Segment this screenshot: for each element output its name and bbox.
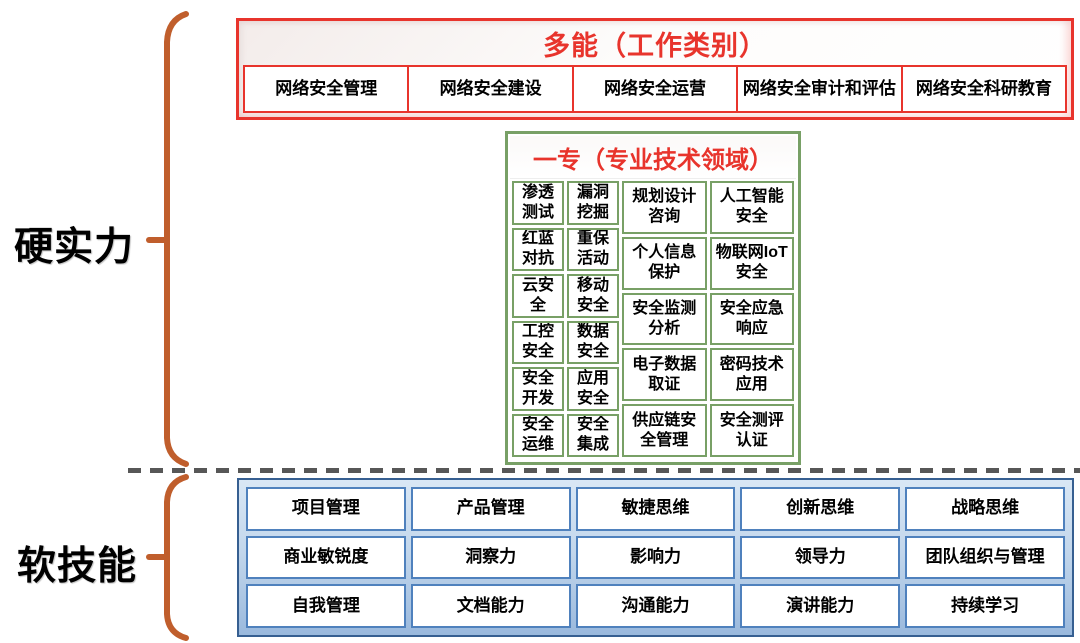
specialty-cell: 云安全 [512,274,564,318]
work-category-cell: 网络安全科研教育 [915,78,1052,98]
specialty-column-2: 漏洞挖掘 重保活动 移动安全 数据安全 应用安全 安全集成 [567,181,619,457]
specialty-cell: 人工智能安全 [709,181,794,234]
specialty-cell: 数据安全 [567,320,619,364]
specialty-cell: 渗透测试 [512,181,564,225]
soft-skill-cell: 洞察力 [410,535,571,580]
soft-skill-cell: 影响力 [575,535,736,580]
specialty-cell: 规划设计咨询 [622,181,707,234]
soft-skill-cell: 自我管理 [246,584,406,628]
specialty-cell: 物联网IoT安全 [709,236,794,290]
soft-skill-cell: 领导力 [740,535,901,580]
section-divider-dashed-line [128,468,1080,473]
soft-skill-cell: 敏捷思维 [575,487,736,531]
specialty-cell: 重保活动 [567,227,619,271]
specialty-column-4: 人工智能安全 物联网IoT安全 安全应急响应 密码技术应用 安全测评认证 [709,181,794,457]
soft-skills-panel: 项目管理 产品管理 敏捷思维 创新思维 战略思维 商业敏锐度 洞察力 影响力 领… [237,478,1074,637]
soft-skill-cell: 沟通能力 [575,584,736,628]
specialty-cell: 安全开发 [512,367,564,411]
soft-skill-cell: 演讲能力 [740,584,901,628]
specialty-cell: 应用安全 [567,367,619,411]
work-category-cell: 网络安全运营 [574,67,739,111]
soft-skill-cell: 团队组织与管理 [905,535,1065,580]
specialty-cell: 红蓝对抗 [512,227,564,271]
specialty-cell: 密码技术应用 [709,348,794,402]
work-categories-row: 网络安全管理 网络安全建设 网络安全运营 网络安全审计和评估 网络安全科研教育 [243,65,1067,113]
specialty-cell: 安全测评认证 [709,404,794,457]
specialty-cell: 安全应急响应 [709,292,794,346]
specialty-panel: 一专（专业技术领域） 渗透测试 红蓝对抗 云安全 工控安全 安全开发 安全运维 … [505,131,801,465]
work-categories-panel: 多能（工作类别） 网络安全管理 网络安全建设 网络安全运营 网络安全审计和评估 … [236,18,1074,120]
soft-skill-cell: 商业敏锐度 [246,535,406,580]
soft-skill-cell: 战略思维 [905,487,1065,531]
specialty-cell: 电子数据取证 [622,348,707,402]
specialty-cell: 工控安全 [512,320,564,364]
soft-skill-cell: 产品管理 [410,487,571,531]
specialty-column-3: 规划设计咨询 个人信息保护 安全监测分析 电子数据取证 供应链安全管理 [622,181,707,457]
specialty-grid: 渗透测试 红蓝对抗 云安全 工控安全 安全开发 安全运维 漏洞挖掘 重保活动 移… [508,179,798,461]
soft-skills-brace [146,474,189,641]
specialty-cell: 安全集成 [567,413,619,457]
specialty-cell: 移动安全 [567,274,619,318]
specialty-cell: 安全监测分析 [622,292,707,346]
work-category-cell: 网络安全管理 [245,67,410,111]
specialty-cell: 供应链安全管理 [622,404,707,457]
soft-skill-cell: 项目管理 [246,487,406,531]
specialty-title: 一专（专业技术领域） [510,136,796,179]
specialty-cell: 安全运维 [512,413,564,457]
hard-skills-label: 硬实力 [14,226,135,269]
work-categories-title: 多能（工作类别） [543,30,767,61]
work-category-cell: 网络安全建设 [409,67,574,111]
soft-skills-label: 软技能 [17,545,138,588]
specialty-cell: 漏洞挖掘 [567,181,619,225]
soft-skill-cell: 持续学习 [905,584,1065,628]
specialty-cell: 个人信息保护 [622,236,707,290]
hard-skills-brace [146,11,189,467]
soft-skills-grid: 项目管理 产品管理 敏捷思维 创新思维 战略思维 商业敏锐度 洞察力 影响力 领… [246,487,1065,628]
specialty-column-1: 渗透测试 红蓝对抗 云安全 工控安全 安全开发 安全运维 [512,181,564,457]
work-category-cell: 网络安全审计和评估 [738,67,903,111]
soft-skill-cell: 文档能力 [410,584,571,628]
soft-skill-cell: 创新思维 [740,487,901,531]
